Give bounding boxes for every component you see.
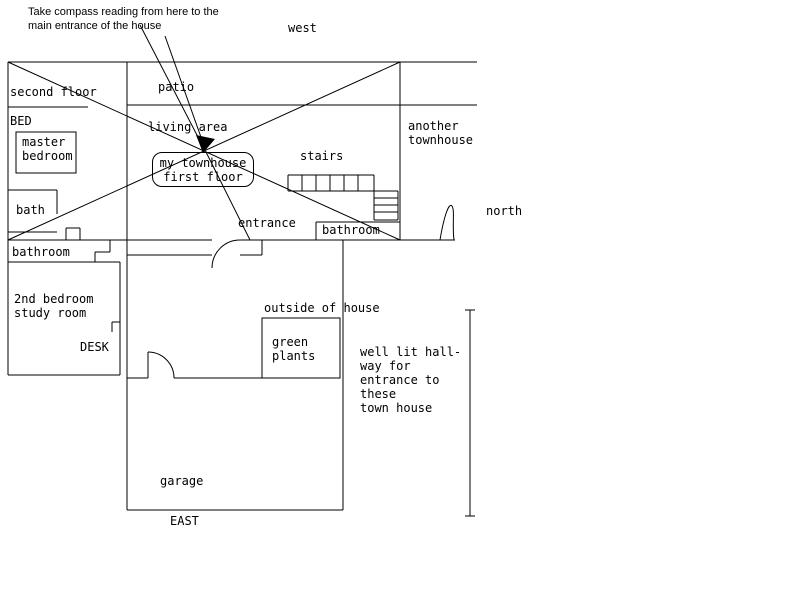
hallway-label-line5: town house: [360, 401, 433, 415]
my-townhouse-box-line2: first floor: [163, 169, 243, 184]
my-townhouse-box-line1: my townhouse: [159, 155, 247, 170]
first-floor-bathroom-label: bathroom: [322, 223, 380, 237]
second-bedroom-label: 2nd bedroom: [14, 292, 94, 306]
garage-label: garage: [160, 474, 204, 488]
west-label: west: [288, 21, 317, 35]
living-area-label: living area: [148, 120, 228, 134]
study-room-label: study room: [14, 306, 87, 320]
bed-label: BED: [10, 114, 32, 128]
second-floor-bathroom-label: bathroom: [12, 245, 70, 259]
annotation-line2: main entrance of the house: [28, 20, 162, 32]
my-townhouse-box: my townhouse first floor: [152, 152, 254, 187]
desk-label: DESK: [80, 340, 109, 354]
stairs-lines: [287, 174, 399, 221]
green-plants-label-line2: plants: [272, 349, 316, 363]
north-label: north: [486, 204, 523, 218]
hallway-label-line1: well lit hall-: [360, 345, 462, 359]
outside-of-house-label: outside of house: [264, 301, 380, 315]
green-plants-label-line1: green: [272, 335, 309, 349]
another-townhouse-label-line2: townhouse: [408, 133, 474, 147]
bath-label: bath: [16, 203, 45, 217]
hallway-label-line3: entrance to: [360, 373, 440, 387]
annotation-line1: Take compass reading from here to the: [28, 6, 219, 18]
annotation-leader-lines: [139, 24, 203, 141]
compass-marker-icon: [196, 135, 215, 153]
door-arcs: [147, 204, 455, 379]
master-bedroom-label-line1: master: [22, 135, 66, 149]
stairs-label: stairs: [300, 149, 344, 163]
wall-squiggle: [439, 204, 455, 241]
exterior-walls: [127, 240, 475, 517]
patio-label: patio: [158, 80, 195, 94]
east-label: EAST: [170, 514, 199, 528]
first-floor-bathroom-walls: [315, 221, 400, 240]
second-floor-walls: [8, 106, 121, 376]
entrance-label: entrance: [238, 216, 296, 230]
hallway-label-line4: these: [360, 387, 397, 401]
another-townhouse-label-line1: another: [408, 119, 459, 133]
hallway-label-line2: way for: [360, 359, 411, 373]
second-floor-label: second floor: [10, 85, 97, 99]
master-bedroom-label-line2: bedroom: [22, 149, 73, 163]
